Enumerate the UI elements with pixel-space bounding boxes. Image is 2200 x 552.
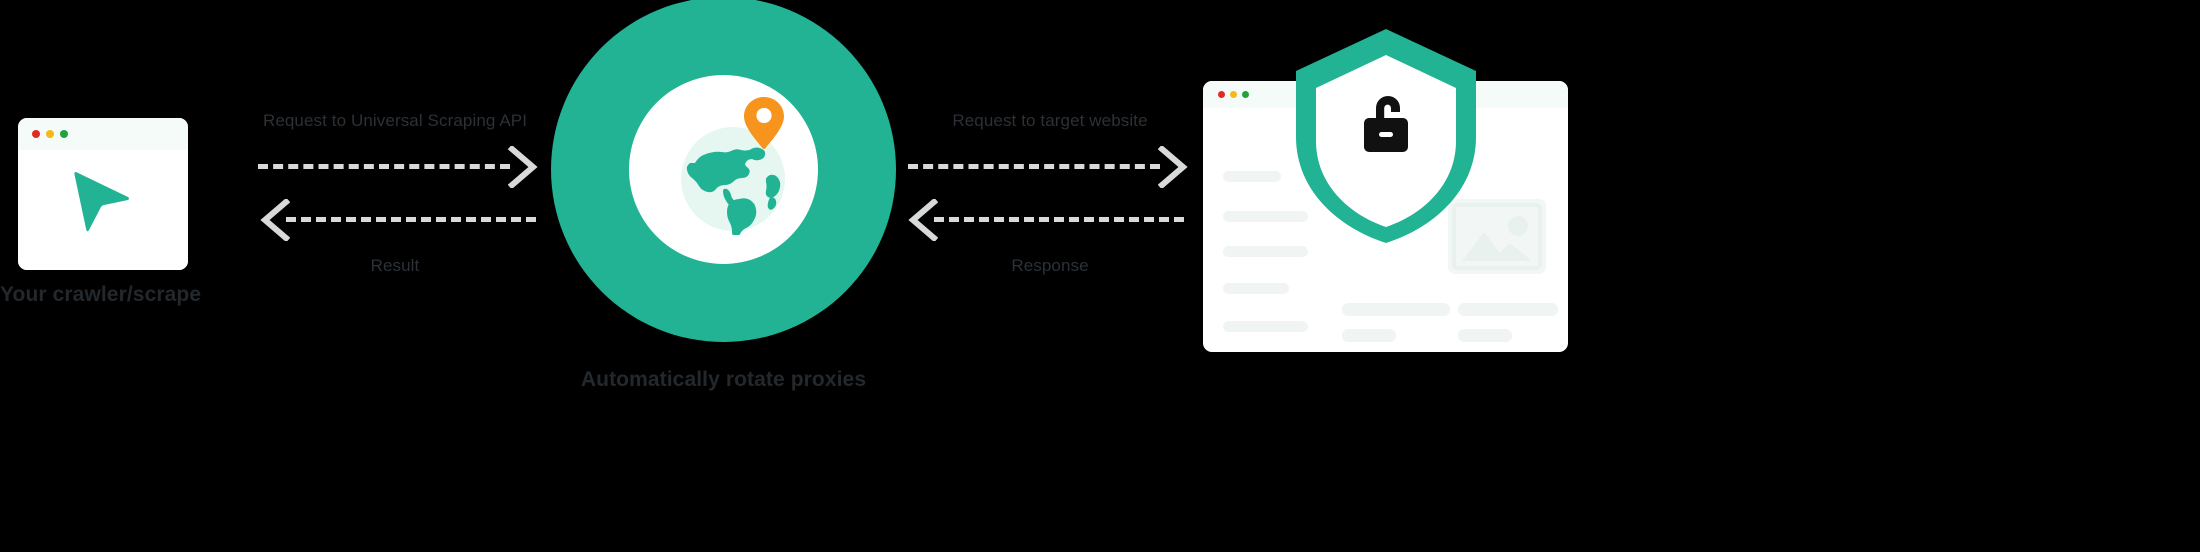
chevron-left-icon — [908, 199, 938, 241]
skeleton-line — [1342, 303, 1450, 316]
image-placeholder-icon — [1452, 203, 1542, 270]
arrow-shaft — [286, 217, 536, 222]
arrow-center-to-left — [260, 199, 537, 241]
flow-label-request-api: Request to Universal Scraping API — [262, 111, 528, 130]
window-body — [18, 150, 188, 270]
window-titlebar — [18, 118, 188, 150]
window-dot-red — [1218, 91, 1225, 98]
window-dot-yellow — [1230, 91, 1237, 98]
crawler-caption: Your crawler/scrape — [0, 283, 202, 306]
arrow-shaft — [934, 217, 1184, 222]
cursor-arrow-icon — [74, 171, 129, 232]
chevron-left-icon — [260, 199, 290, 241]
skeleton-line — [1223, 321, 1308, 332]
skeleton-line — [1223, 211, 1308, 222]
window-dot-red — [32, 130, 40, 138]
proxy-caption: Automatically rotate proxies — [580, 368, 867, 391]
skeleton-line — [1458, 329, 1512, 342]
open-padlock-icon — [1364, 96, 1408, 152]
crawler-window — [18, 118, 188, 270]
flow-label-result: Result — [370, 256, 420, 275]
flow-label-request-target: Request to target website — [952, 111, 1148, 130]
window-dot-green — [1242, 91, 1249, 98]
proxy-globe-node — [551, 0, 896, 342]
skeleton-line — [1223, 246, 1308, 257]
map-pin-icon — [744, 97, 784, 149]
arrow-shaft — [258, 164, 510, 169]
chevron-right-icon — [1158, 146, 1188, 188]
flow-label-response: Response — [1011, 256, 1089, 275]
globe-icon — [681, 127, 785, 235]
arrow-right-to-center — [908, 199, 1185, 241]
globe-inner-disc — [629, 75, 818, 264]
skeleton-line — [1342, 329, 1396, 342]
arrow-center-to-right — [908, 146, 1188, 188]
skeleton-line — [1223, 283, 1289, 294]
arrow-shaft — [908, 164, 1160, 169]
window-dot-yellow — [46, 130, 54, 138]
arrow-left-to-center — [258, 146, 538, 188]
window-dot-green — [60, 130, 68, 138]
chevron-right-icon — [508, 146, 538, 188]
image-placeholder — [1448, 199, 1546, 274]
skeleton-line — [1223, 171, 1281, 182]
skeleton-line — [1458, 303, 1558, 316]
